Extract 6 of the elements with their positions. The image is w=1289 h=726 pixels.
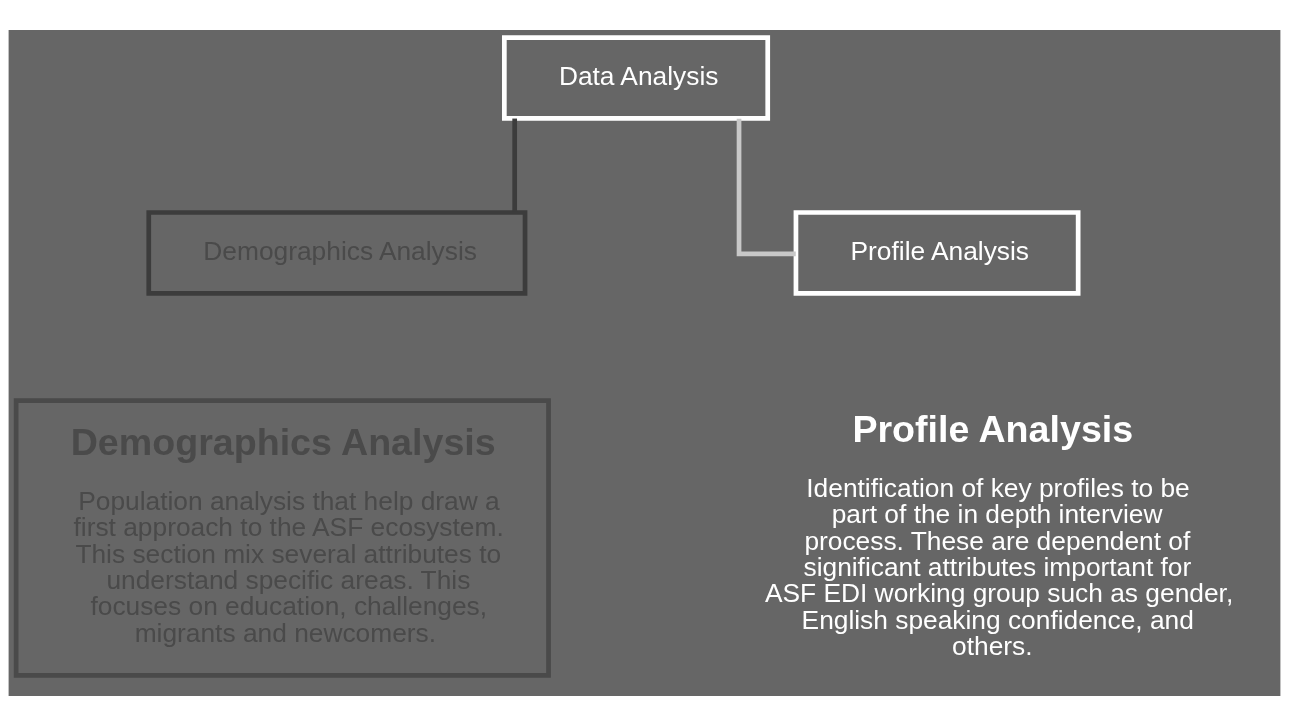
node-box: Data Analysis xyxy=(502,35,771,121)
connector xyxy=(736,118,796,257)
label: Identification of key profiles to be part of the in depth interview process. These are dependent of significant attributes important for ASF EDI working group such as gender, English speaking confidence, and others. xyxy=(764,472,1234,661)
label: Profile Analysis xyxy=(852,408,1134,451)
connector xyxy=(512,118,518,212)
node-box: Profile Analysis xyxy=(793,210,1081,296)
